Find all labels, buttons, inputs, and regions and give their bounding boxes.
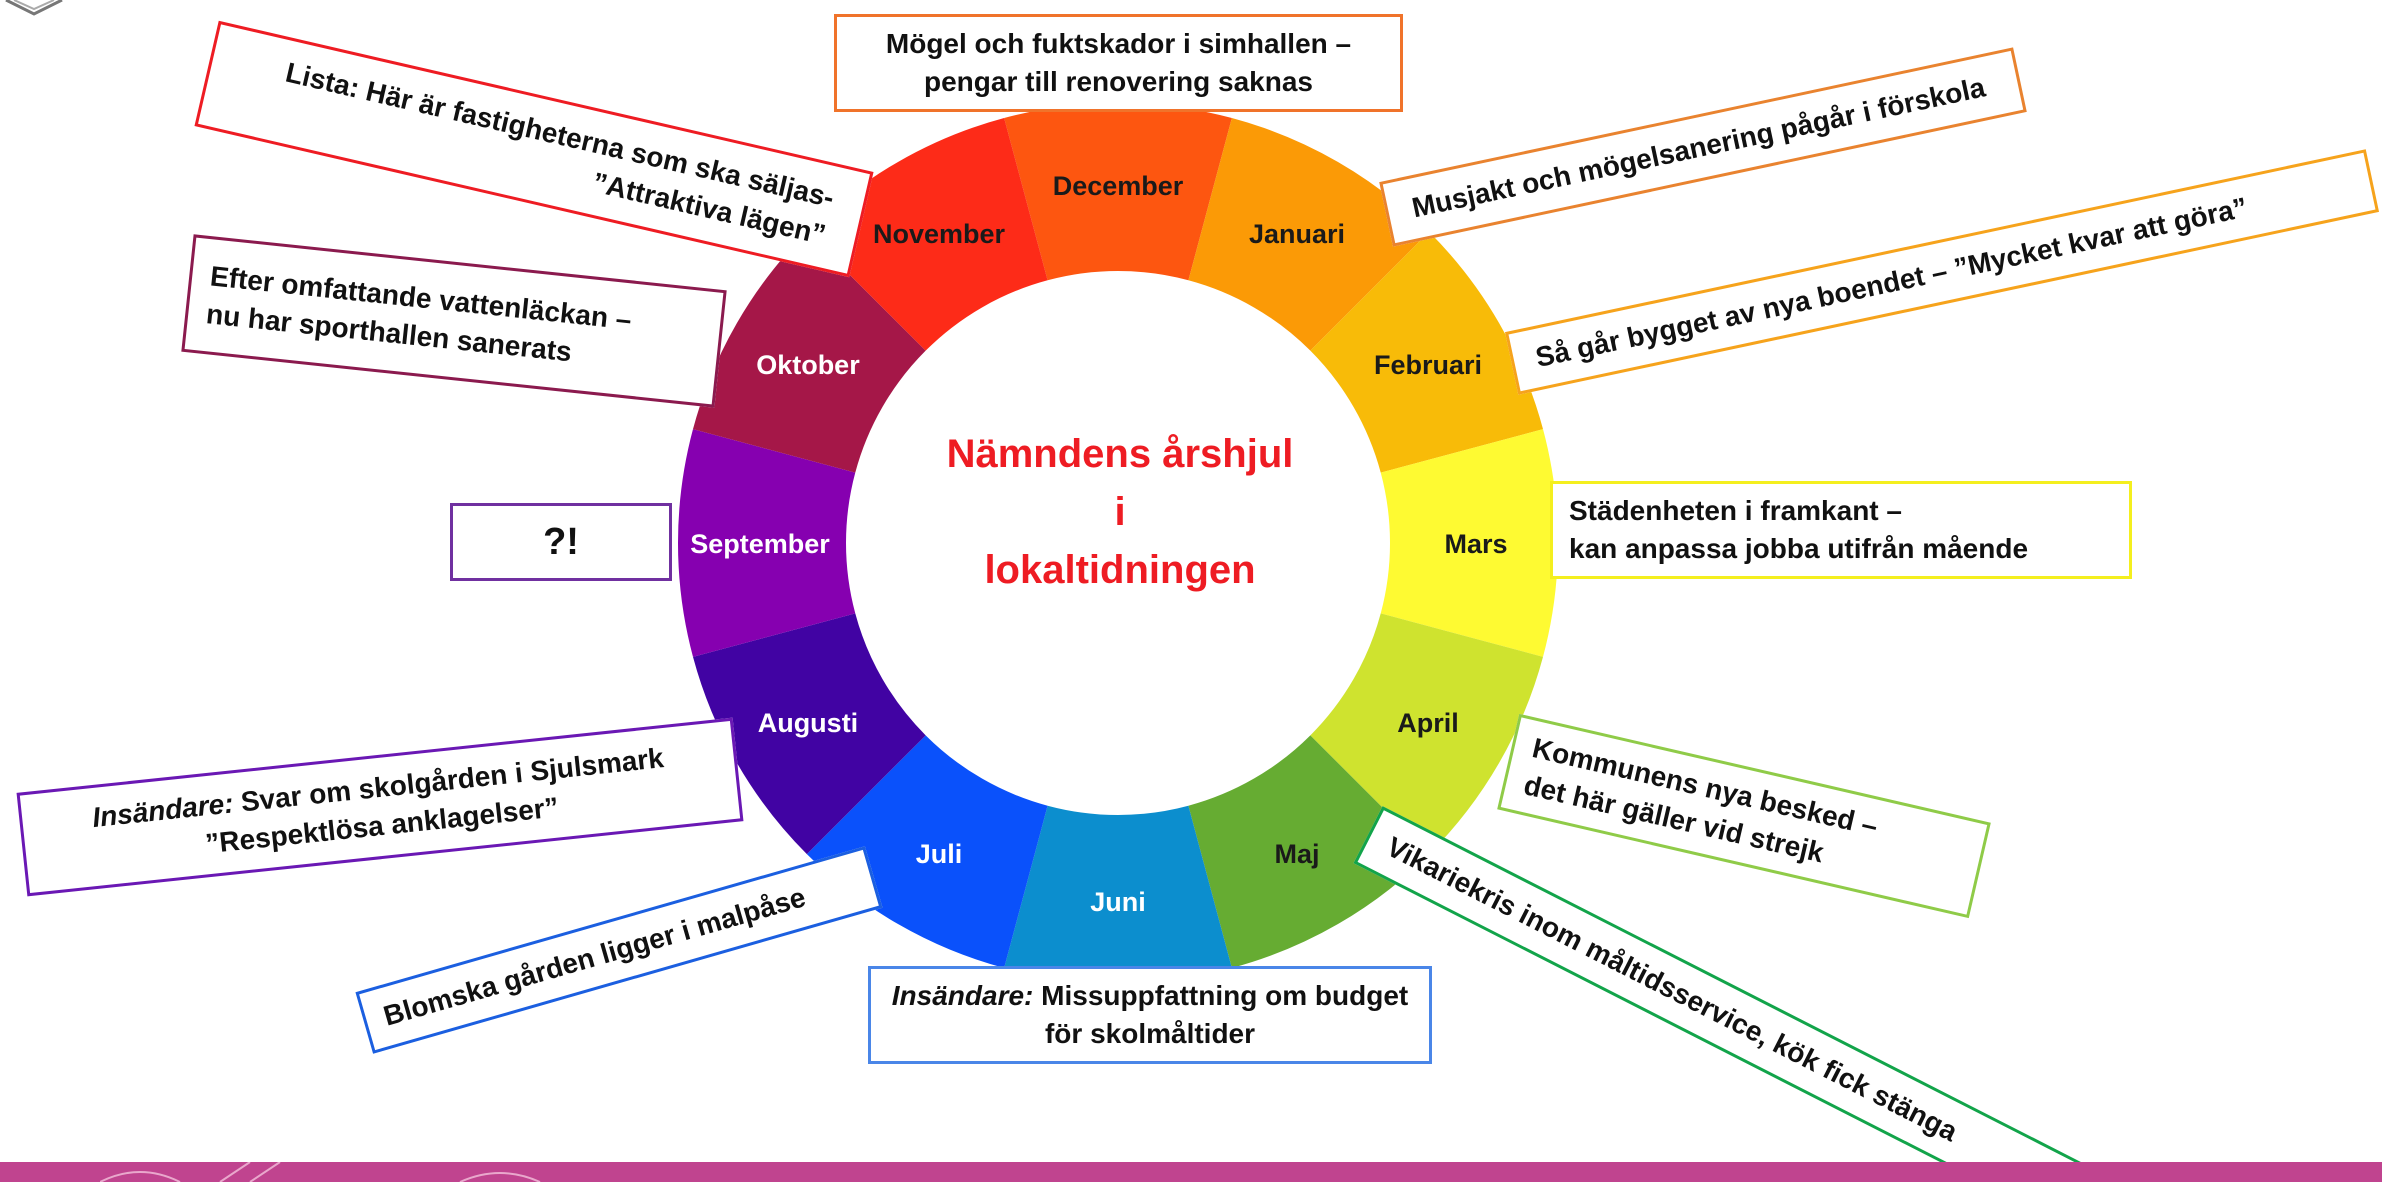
wheel-label-juni: Juni xyxy=(1090,887,1146,917)
callout-september: ?! xyxy=(450,503,672,581)
wheel-segments xyxy=(677,103,1558,983)
wheel-segment-mars xyxy=(1380,429,1558,657)
wheel-segment-november xyxy=(806,117,1048,351)
callout-september-line1: ?! xyxy=(543,521,579,563)
wheel-segment-februari xyxy=(1310,231,1544,473)
wheel-label-december: December xyxy=(1053,171,1184,201)
title-line-2: i xyxy=(1114,490,1126,534)
wheel-segment-juli xyxy=(806,735,1048,969)
footer-decoration-icon xyxy=(100,1162,541,1182)
wheel-label-oktober: Oktober xyxy=(756,350,860,380)
callout-mars: Städenheten i framkant – kan anpassa job… xyxy=(1550,481,2132,579)
wheel-label-november: November xyxy=(873,219,1006,249)
logo-icon xyxy=(5,0,63,16)
callout-juni-line2: för skolmåltider xyxy=(1044,1018,1256,1049)
wheel-center-title: Nämndens årshjul i lokaltidningen xyxy=(870,425,1370,599)
wheel-segment-oktober xyxy=(692,231,926,473)
callout-mars-line2: kan anpassa jobba utifrån mående xyxy=(1569,533,2029,564)
wheel-segment-augusti xyxy=(692,613,926,855)
wheel-label-augusti: Augusti xyxy=(758,708,859,738)
callout-juni: Insändare: Missuppfattning om budget för… xyxy=(868,966,1432,1064)
wheel-label-april: April xyxy=(1397,708,1459,738)
wheel-segment-maj xyxy=(1188,735,1430,969)
wheel-label-maj: Maj xyxy=(1274,839,1319,869)
callout-december-line1: Mögel och fuktskador i simhallen – xyxy=(885,28,1352,59)
wheel-segment-april xyxy=(1310,613,1544,855)
wheel-segment-juni xyxy=(1004,805,1232,983)
wheel-segment-januari xyxy=(1188,117,1430,351)
callout-december: Mögel och fuktskador i simhallen – penga… xyxy=(834,14,1403,112)
callout-mars-line1: Städenheten i framkant – xyxy=(1569,495,1902,526)
callout-juni-line1: Insändare: Missuppfattning om budget xyxy=(892,977,1408,1015)
wheel-segment-december xyxy=(1004,103,1232,281)
callout-juni-prefix: Insändare: xyxy=(891,980,1034,1011)
callout-juni-text1: Missuppfattning om budget xyxy=(1033,980,1409,1011)
wheel-label-juli: Juli xyxy=(916,839,963,869)
wheel-label-februari: Februari xyxy=(1374,350,1482,380)
wheel-segment-september xyxy=(677,429,856,657)
footer-band xyxy=(0,1162,2382,1182)
wheel-label-september: September xyxy=(690,529,830,559)
callout-december-line2: pengar till renovering saknas xyxy=(923,66,1314,97)
title-line-1: Nämndens årshjul xyxy=(946,432,1294,476)
wheel-label-januari: Januari xyxy=(1249,219,1345,249)
title-line-3: lokaltidningen xyxy=(984,548,1256,592)
wheel-label-mars: Mars xyxy=(1444,529,1507,559)
